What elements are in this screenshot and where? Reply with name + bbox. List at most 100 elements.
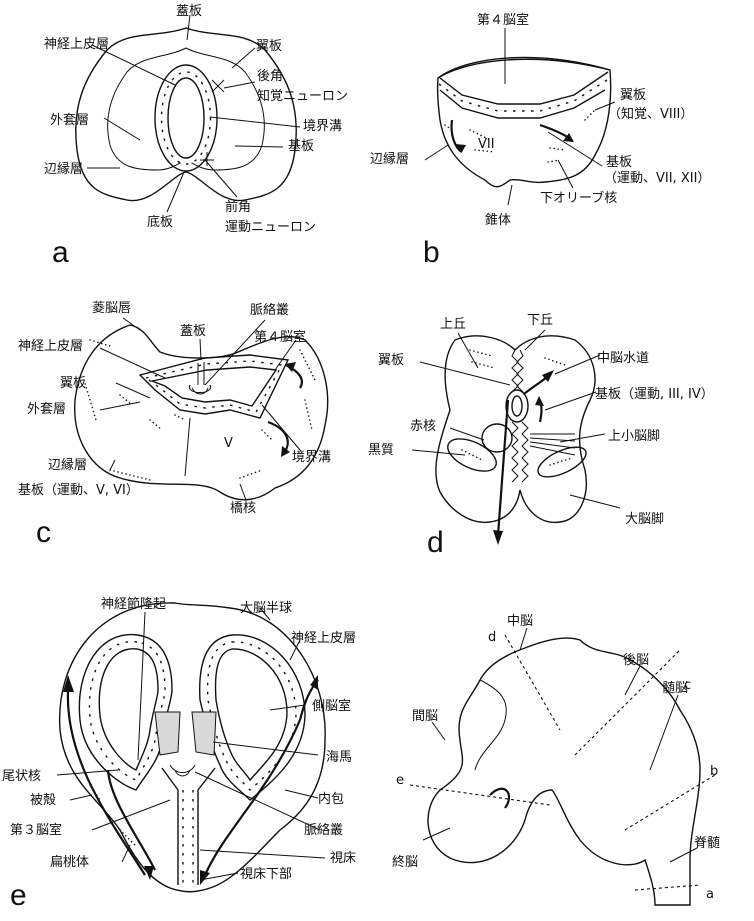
nuclei-dots bbox=[444, 109, 596, 163]
label-nucleus-v: V bbox=[224, 436, 233, 451]
label-marginal-layer: 辺縁層 bbox=[44, 161, 83, 177]
label-inferior-olive: 下オリーブ核 bbox=[540, 190, 617, 206]
nuclei-dots bbox=[461, 349, 573, 466]
choroid-plexus bbox=[169, 764, 196, 777]
sensory-neuron-marker bbox=[211, 79, 225, 93]
nuclei-dots bbox=[89, 784, 136, 846]
label-sulcus-limitans: 境界溝 bbox=[292, 450, 331, 465]
panel-letter-b: b bbox=[423, 236, 440, 269]
nuclei-dots bbox=[83, 339, 316, 481]
label-caudate: 尾状核 bbox=[2, 769, 41, 784]
section-label-e: e bbox=[396, 773, 404, 788]
marginal-layer-outline bbox=[75, 27, 297, 202]
label-basal-plate: 基板 bbox=[606, 155, 632, 170]
substantia-nigra bbox=[447, 438, 497, 472]
label-inferior-colliculus: 下丘 bbox=[527, 313, 553, 328]
aqueduct bbox=[511, 395, 523, 417]
alar-plate-zigzag bbox=[511, 349, 524, 393]
label-neuroepithelium: 神経上皮層 bbox=[291, 631, 356, 646]
ventricle-floor-inner bbox=[439, 71, 609, 105]
third-ventricle-walls bbox=[177, 790, 199, 885]
label-marginal-layer: 辺縁層 bbox=[48, 457, 87, 473]
label-anterior-horn: 前角 bbox=[225, 199, 251, 215]
label-hippocampus: 海馬 bbox=[326, 750, 352, 765]
label-internal-capsule: 内包 bbox=[318, 791, 344, 807]
label-third-ventricle: 第３脳室 bbox=[10, 822, 62, 838]
section-label-b: b bbox=[710, 764, 718, 779]
choroid-plexus bbox=[189, 384, 211, 395]
label-alar-plate: 翼板 bbox=[256, 39, 282, 54]
label-alar-note: （知覚、VIII） bbox=[608, 106, 693, 122]
red-nucleus bbox=[481, 423, 513, 453]
section-line-b bbox=[624, 774, 716, 831]
panel-letter-c: c bbox=[36, 516, 51, 549]
motor-neuron-marker bbox=[200, 152, 214, 166]
migration-arrow bbox=[450, 119, 463, 153]
label-neuroepithelium: 神経上皮層 bbox=[44, 37, 109, 52]
label-ganglionic-eminence: 神経節隆起 bbox=[101, 597, 166, 612]
label-cerebral-peduncle: 大脳脚 bbox=[625, 511, 664, 527]
neuroepithelium-layer bbox=[144, 360, 284, 413]
label-choroid-plexus: 脈絡叢 bbox=[304, 822, 343, 838]
label-neuroepithelium: 神経上皮層 bbox=[18, 339, 83, 354]
fourth-ventricle-outer bbox=[138, 354, 290, 419]
pons-outline bbox=[74, 324, 329, 501]
neuroepithelium-layer bbox=[160, 71, 212, 165]
label-fourth-ventricle: 第４脳室 bbox=[254, 329, 306, 345]
label-alar-plate: 翼板 bbox=[60, 376, 86, 391]
descending-arrow bbox=[496, 399, 510, 536]
label-posterior-horn: 後角 bbox=[257, 69, 283, 84]
third-ventricle-epithelium bbox=[182, 790, 194, 885]
label-sulcus-limitans: 境界溝 bbox=[303, 119, 342, 134]
ventricle-floor-outer bbox=[439, 89, 606, 119]
panel-c-pons: V 菱脳唇 脈絡叢 蓋板 第４脳室 神経上皮層 翼板 外套層 境界溝 辺縁層 基… bbox=[18, 301, 331, 549]
label-red-nucleus: 赤核 bbox=[410, 419, 436, 434]
label-basal-note: （運動、VII, XII） bbox=[604, 171, 710, 186]
label-basal-plate: 基板（運動、V, VI） bbox=[18, 483, 139, 498]
superior-peduncle-fibers bbox=[529, 433, 576, 456]
roof-plate bbox=[197, 362, 205, 385]
label-nucleus-vii: VII bbox=[478, 137, 495, 152]
left-hippocampus bbox=[154, 711, 181, 756]
optic-curve bbox=[489, 787, 511, 809]
fourth-ventricle-inner bbox=[149, 366, 278, 407]
label-lateral-ventricle: 側脳室 bbox=[312, 698, 351, 714]
label-marginal-layer: 辺縁層 bbox=[370, 151, 409, 167]
panel-a-spinal-cord: 蓋板 神経上皮層 翼板 後角 知覚ニューロン 外套層 境界溝 基板 辺縁層 底板… bbox=[44, 4, 348, 269]
section-label-c: c bbox=[684, 678, 691, 693]
section-line-e bbox=[409, 784, 551, 806]
substantia-nigra-right bbox=[537, 446, 587, 478]
panel-f-brain-vesicles: d c b e a 中脳 後脳 間脳 髄脳 終脳 脊髄 bbox=[392, 614, 720, 906]
label-superior-colliculus: 上丘 bbox=[440, 317, 466, 332]
label-mantle-layer: 外套層 bbox=[27, 401, 66, 417]
label-hindbrain: 後脳 bbox=[623, 653, 649, 668]
label-alar-plate: 翼板 bbox=[378, 353, 404, 368]
floor-zigzag bbox=[511, 421, 529, 483]
label-putamen: 被殻 bbox=[30, 793, 56, 808]
label-basal-plate: 基板（運動, III, IV） bbox=[595, 387, 714, 402]
left-lateral-ventricle-inner bbox=[98, 648, 159, 771]
label-aqueduct: 中脳水道 bbox=[597, 351, 649, 366]
right-hippocampus bbox=[191, 711, 217, 756]
right-neuroepithelium bbox=[206, 641, 297, 791]
label-substantia-nigra: 黒質 bbox=[368, 443, 394, 458]
label-superior-peduncle: 上小脳脚 bbox=[608, 428, 660, 444]
label-hypothalamus: 視床下部 bbox=[240, 867, 292, 882]
section-label-a: a bbox=[706, 887, 714, 902]
central-canal bbox=[167, 77, 205, 159]
label-spinal-cord: 脊髄 bbox=[694, 836, 720, 851]
medulla-outline bbox=[436, 56, 612, 188]
panel-d-midbrain: 上丘 下丘 翼板 中脳水道 基板（運動, III, IV） 赤核 上小脳脚 黒質… bbox=[368, 313, 714, 559]
label-midbrain: 中脳 bbox=[507, 614, 533, 629]
label-thalamus: 視床 bbox=[330, 851, 356, 866]
label-motor-neuron: 運動ニューロン bbox=[225, 220, 316, 235]
label-roof-plate: 蓋板 bbox=[176, 4, 202, 19]
label-diencephalon: 間脳 bbox=[412, 709, 438, 724]
panel-e-forebrain: 神経節隆起 大脳半球 神経上皮層 側脳室 海馬 尾状核 内包 被殻 脈絡叢 第３… bbox=[2, 597, 356, 912]
section-line-a bbox=[634, 884, 701, 891]
label-telencephalon: 終脳 bbox=[392, 854, 418, 870]
section-line-c bbox=[574, 649, 681, 756]
label-amygdala: 扁桃体 bbox=[50, 855, 89, 870]
section-label-d: d bbox=[488, 630, 496, 645]
panel-b-medulla: VII 第４脳室 翼板 （知覚、VIII） 辺縁層 基板 （運動、VII, XI… bbox=[370, 12, 710, 269]
